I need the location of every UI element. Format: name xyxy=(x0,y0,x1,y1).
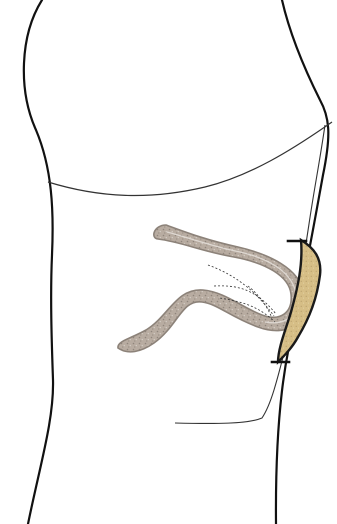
mesh-patch xyxy=(278,240,320,362)
torso-left-outline xyxy=(24,0,53,524)
bowel-loop-outer xyxy=(118,225,305,352)
rib-margin-line xyxy=(48,122,332,196)
